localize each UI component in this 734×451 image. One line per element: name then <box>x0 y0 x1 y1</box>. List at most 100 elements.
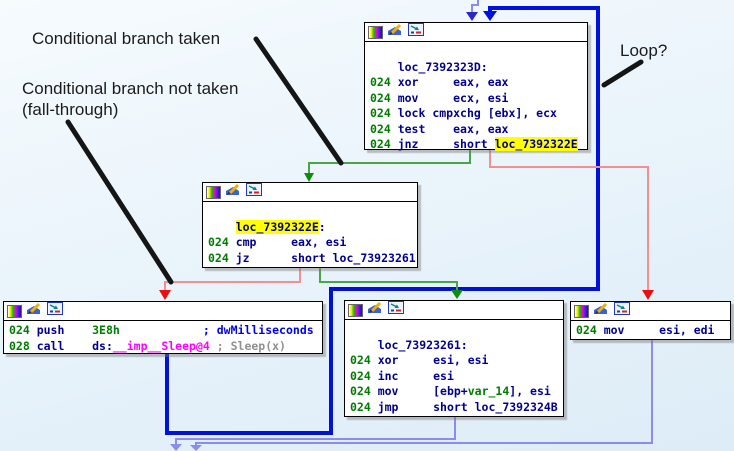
edit-comment-icon[interactable] <box>368 301 383 319</box>
asm-line[interactable]: 024 cmp eax, esi <box>208 235 417 251</box>
asm-line[interactable]: 024 lock cmpxchg [ebx], ecx <box>370 106 587 122</box>
asm-text: ; dwMilliseconds <box>202 323 314 337</box>
asm-line[interactable]: loc_73923261: <box>350 338 563 354</box>
annotation-loop: Loop? <box>620 41 668 60</box>
asm-text: __imp__Sleep@4 <box>112 338 210 353</box>
asm-line[interactable]: 024 jz short loc_73923261 <box>208 251 417 267</box>
asm-text: loc_7392322E <box>235 219 319 234</box>
group-node-icon[interactable] <box>408 23 424 41</box>
asm-line[interactable]: loc_7392322E: <box>208 219 417 236</box>
group-node-icon[interactable] <box>388 301 404 319</box>
block-titlebar[interactable] <box>365 23 587 42</box>
asm-line[interactable]: 024 xor esi, esi <box>350 353 563 369</box>
asm-text: ; Sleep(x) <box>216 338 286 353</box>
asm-text: 028 <box>9 338 37 353</box>
block-code[interactable]: 024 mov esi, edi <box>571 321 730 339</box>
edge-jz-taken-arrowhead <box>451 290 463 299</box>
asm-text: push <box>36 323 93 337</box>
group-node-icon[interactable] <box>246 183 262 201</box>
asm-line[interactable] <box>350 322 563 338</box>
edit-comment-icon[interactable] <box>226 183 241 201</box>
palette-icon[interactable] <box>368 25 383 39</box>
asm-text: jmp short loc_7392324B <box>377 399 558 414</box>
asm-text: var_14 <box>467 384 510 398</box>
asm-line[interactable] <box>370 44 587 60</box>
annotation-arrow-fall-through <box>65 119 174 285</box>
edge-jz-not-taken-arrowhead <box>159 290 171 300</box>
edge-jz-not-taken <box>164 268 301 291</box>
asm-text: loc_7392322E <box>494 137 578 151</box>
group-node-icon[interactable] <box>47 302 63 320</box>
asm-text: xor esi, esi <box>377 353 489 367</box>
asm-line[interactable]: 028 call ds:__imp__Sleep@4 ; Sleep(x) <box>9 339 322 355</box>
asm-text: xor eax, eax <box>397 75 509 89</box>
palette-icon[interactable] <box>348 303 363 317</box>
edge-jmp-down-out <box>175 417 456 445</box>
asm-line[interactable]: 024 mov ecx, esi <box>370 91 587 107</box>
edge-entry-top <box>471 0 479 13</box>
asm-text: 024 <box>370 121 398 136</box>
asm-text: 024 <box>350 368 378 383</box>
edge-fallthrough-down-arrowhead <box>190 445 202 451</box>
asm-line[interactable]: 024 mov esi, edi <box>576 323 730 339</box>
asm-text: call ds: <box>36 338 113 353</box>
block-titlebar[interactable] <box>571 302 730 321</box>
block-titlebar[interactable] <box>4 302 322 321</box>
asm-line[interactable]: 024 test eax, eax <box>370 122 587 138</box>
basic-block-mov-esi-edi[interactable]: 024 mov esi, edi <box>570 301 731 340</box>
annotation-branch-not-taken-line2: (fall-through) <box>22 100 119 119</box>
asm-line[interactable] <box>208 204 417 220</box>
asm-line[interactable]: 024 mov [ebp+var_14], esi <box>350 384 563 400</box>
edge-jz-taken <box>319 268 458 291</box>
group-node-icon[interactable] <box>614 302 630 320</box>
asm-line[interactable]: 024 inc esi <box>350 369 563 385</box>
asm-text: mov esi, edi <box>603 323 715 337</box>
asm-line[interactable]: loc_7392323D: <box>370 60 587 76</box>
asm-text: inc esi <box>377 368 454 383</box>
asm-text <box>120 323 203 337</box>
edge-fallthrough-down-out <box>195 340 653 446</box>
edge-loop-arrowhead <box>483 11 497 21</box>
asm-text: mov [ebp+ <box>377 384 468 398</box>
asm-text: jnz short <box>397 137 495 151</box>
asm-text <box>208 220 236 234</box>
palette-icon[interactable] <box>206 185 221 199</box>
asm-line[interactable]: 024 jmp short loc_7392324B <box>350 400 563 416</box>
edge-jnz-taken-arrowhead <box>304 173 314 182</box>
edit-comment-icon[interactable] <box>594 302 609 320</box>
asm-text: mov ecx, esi <box>397 90 509 105</box>
palette-icon[interactable] <box>7 304 22 318</box>
asm-line[interactable]: 024 jnz short loc_7392322E <box>370 137 587 153</box>
asm-line[interactable]: 024 xor eax, eax <box>370 75 587 91</box>
asm-text: 024 <box>576 323 604 337</box>
edge-jnz-not-taken-arrowhead <box>642 290 654 300</box>
asm-text: lock cmpxchg [ebx], ecx <box>397 106 557 120</box>
annotation-branch-not-taken-line1: Conditional branch not taken <box>22 79 239 98</box>
palette-icon[interactable] <box>574 304 589 318</box>
annotation-branch-not-taken: Conditional branch not taken (fall-throu… <box>22 78 238 120</box>
asm-text: 024 <box>350 353 378 367</box>
asm-line[interactable]: 024 push 3E8h ; dwMilliseconds <box>9 323 322 339</box>
edge-entry-arrowhead <box>466 12 478 21</box>
edit-comment-icon[interactable] <box>388 23 403 41</box>
asm-text: : <box>318 219 326 234</box>
edge-jmp-down-arrowhead <box>170 444 182 451</box>
block-titlebar[interactable] <box>345 301 563 320</box>
asm-text: 024 <box>208 235 236 249</box>
edge-jnz-not-taken <box>489 150 649 291</box>
annotation-branch-taken: Conditional branch taken <box>32 29 221 48</box>
edit-comment-icon[interactable] <box>27 302 42 320</box>
asm-text: loc_73923261: <box>350 337 468 352</box>
block-titlebar[interactable] <box>203 183 417 202</box>
asm-text: 3E8h <box>92 323 120 337</box>
